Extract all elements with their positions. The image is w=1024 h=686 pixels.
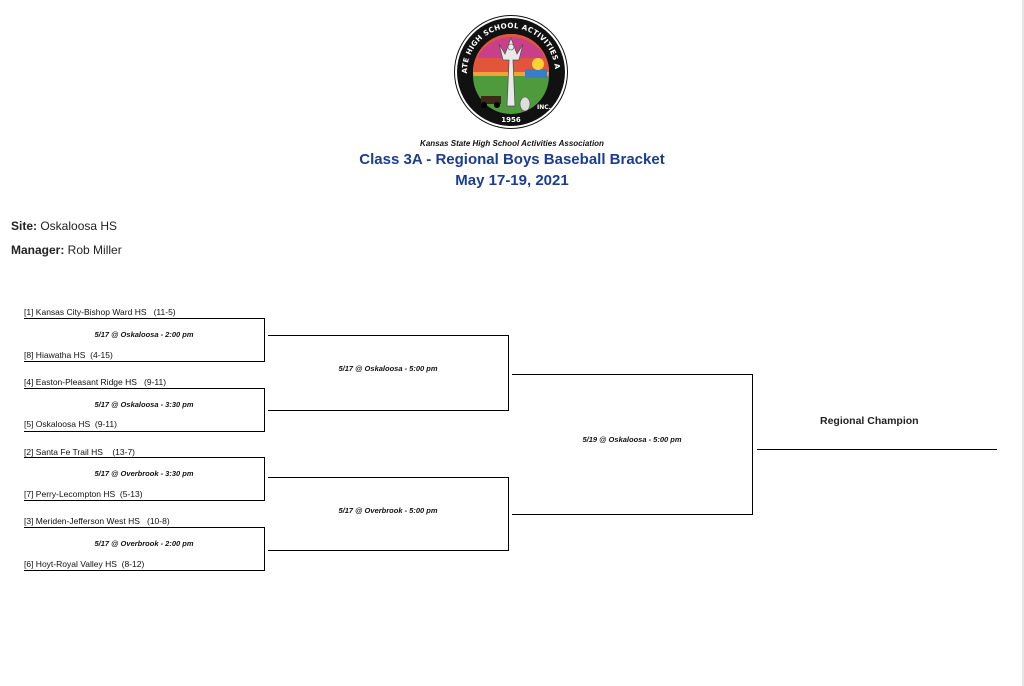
bracket-line (24, 457, 265, 458)
bracket-line (24, 570, 265, 571)
bracket-line (264, 388, 265, 432)
manager-value: Rob Miller (64, 243, 122, 257)
team-seed-7: [7] Perry-Lecompton HS (5-13) (24, 489, 143, 499)
game-label: 5/17 @ Overbrook - 3:30 pm (94, 469, 194, 478)
bracket-line (24, 388, 265, 389)
page-edge (1022, 0, 1024, 686)
team-seed-4: [4] Easton-Pleasant Ridge HS (9-11) (24, 377, 167, 387)
bracket-line (508, 477, 509, 551)
team-seed-5: [5] Oskaloosa HS (9-11) (24, 419, 117, 429)
game-label: 5/17 @ Overbrook - 5:00 pm (338, 506, 438, 515)
game-label: 5/17 @ Oskaloosa - 3:30 pm (94, 400, 194, 409)
bracket-line (24, 527, 265, 528)
bracket-line (264, 527, 265, 571)
game-label: 5/17 @ Oskaloosa - 2:00 pm (94, 330, 194, 339)
game-label: 5/17 @ Oskaloosa - 5:00 pm (338, 364, 438, 373)
team-seed-3: [3] Meriden-Jefferson West HS (10-8) (24, 516, 170, 526)
bracket-line (512, 374, 753, 375)
bracket-line (24, 500, 265, 501)
champion-line (757, 449, 997, 450)
bracket-line (268, 410, 509, 411)
org-name: Kansas State High School Activities Asso… (420, 139, 604, 148)
site-info: Site: Oskaloosa HS (11, 219, 117, 233)
bracket-line (24, 318, 265, 319)
bracket-line (264, 457, 265, 501)
team-seed-6: [6] Hoyt-Royal Valley HS (8-12) (24, 559, 145, 569)
game-label: 5/17 @ Overbrook - 2:00 pm (94, 539, 194, 548)
page-dates: May 17-19, 2021 (455, 172, 569, 189)
bracket-line (752, 374, 753, 515)
kshsaa-seal-logo: KANSAS STATE HIGH SCHOOL ACTIVITIES ASSO… (453, 14, 568, 129)
game-label: 5/19 @ Oskaloosa - 5:00 pm (582, 435, 682, 444)
bracket-line (24, 361, 265, 362)
site-value: Oskaloosa HS (37, 219, 118, 233)
manager-info: Manager: Rob Miller (11, 243, 122, 257)
page-title: Class 3A - Regional Boys Baseball Bracke… (359, 151, 665, 168)
bracket-line (24, 431, 265, 432)
manager-label: Manager: (11, 243, 65, 257)
bracket-line (268, 550, 509, 551)
bracket-line (508, 335, 509, 411)
team-seed-8: [8] Hiawatha HS (4-15) (24, 350, 113, 360)
svg-text:1956: 1956 (501, 116, 521, 124)
bracket-line (268, 477, 509, 478)
bracket-line (268, 335, 509, 336)
champion-label: Regional Champion (820, 415, 919, 427)
team-seed-2: [2] Santa Fe Trail HS (13-7) (24, 447, 136, 457)
site-label: Site: (11, 219, 38, 233)
bracket-line (264, 318, 265, 362)
svg-text:INC.: INC. (537, 104, 551, 111)
team-seed-1: [1] Kansas City-Bishop Ward HS (11-5) (24, 307, 176, 317)
bracket-line (512, 514, 753, 515)
